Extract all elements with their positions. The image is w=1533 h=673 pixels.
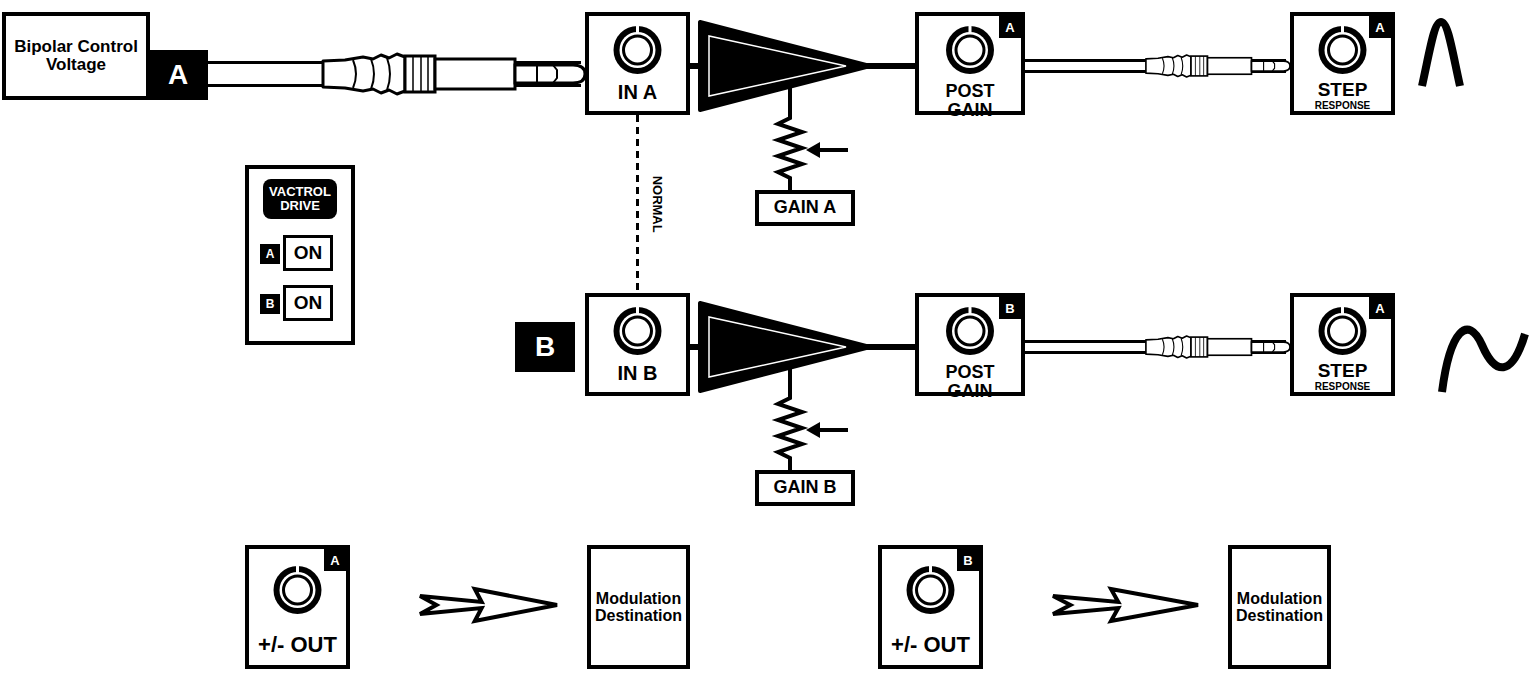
panel-heading: VACTROL DRIVE	[263, 179, 337, 219]
jack-notch	[969, 25, 972, 33]
amplifier-inner-line	[709, 317, 846, 377]
jack-notch	[1341, 25, 1344, 33]
jack-hole	[624, 317, 652, 345]
edge-label: NORMAL	[649, 172, 665, 235]
modulation-arrow	[420, 589, 557, 621]
node-text: +/- OUT	[885, 633, 976, 657]
wiper-arrow	[818, 148, 848, 152]
normal-link	[637, 115, 638, 293]
amplifier-inner-line	[709, 36, 846, 96]
wiper-arrowhead	[806, 142, 820, 158]
jack-hole	[284, 576, 312, 604]
gain-box: GAIN A	[755, 190, 855, 226]
jack-hole	[956, 317, 984, 345]
jack-socket	[589, 297, 686, 361]
node-text: Modulation Destination	[594, 590, 683, 625]
channel-badge: A	[260, 244, 280, 264]
waveform-ringing	[1442, 330, 1525, 392]
patch-plug	[323, 54, 585, 94]
amplifier-symbol	[700, 22, 870, 110]
resistor-symbol	[778, 87, 802, 190]
jack-ring	[946, 26, 994, 74]
jack-ring	[1325, 32, 1361, 68]
jack-ring	[1319, 307, 1367, 355]
jack-ring	[274, 566, 322, 614]
destination-box: Modulation Destination	[587, 545, 690, 669]
source-box: Bipolar Control Voltage	[2, 12, 150, 100]
patch-plug	[1146, 336, 1290, 358]
channel-badge: A	[999, 16, 1021, 38]
node-text: IN B	[592, 363, 683, 385]
node-text: STEP	[1297, 361, 1388, 382]
node-text: GAIN A	[762, 198, 848, 217]
gain-box: GAIN B	[755, 470, 855, 506]
jack-hole	[1329, 317, 1357, 345]
jack-ring	[946, 307, 994, 355]
switch-box: ON	[283, 235, 333, 271]
channel-badge: A	[324, 549, 346, 571]
dashed-line	[636, 115, 639, 293]
jack-ring	[1319, 26, 1367, 74]
node-text: Bipolar Control Voltage	[9, 38, 143, 75]
jack-box: IN B	[585, 293, 690, 396]
jack-ring	[907, 566, 955, 614]
jack-box: IN A	[585, 12, 690, 115]
jack-notch	[1341, 306, 1344, 314]
channel-badge: A	[1369, 16, 1391, 38]
destination-box: Modulation Destination	[1228, 545, 1331, 669]
node-text: STEP	[1297, 80, 1388, 101]
jack-hole	[624, 36, 652, 64]
channel-letter: B	[515, 322, 575, 372]
jack-notch	[929, 565, 932, 573]
jack-notch	[296, 565, 299, 573]
node-text: ON	[289, 293, 327, 314]
node-text: GAIN B	[762, 478, 848, 497]
channel-letter: A	[148, 50, 208, 100]
channel-badge: A	[1369, 297, 1391, 319]
waveform-peak	[1422, 22, 1460, 86]
jack-hole	[956, 36, 984, 64]
channel-badge: B	[957, 549, 979, 571]
node-text: POST GAIN	[922, 82, 1018, 121]
jack-ring	[620, 32, 656, 68]
wiper-arrow	[818, 428, 848, 432]
switch-box: ON	[283, 285, 333, 321]
jack-ring	[913, 572, 949, 608]
arrow-shape	[420, 589, 557, 621]
node-text: Modulation Destination	[1235, 590, 1324, 625]
jack-hole	[917, 576, 945, 604]
node-text: RESPONSE	[1297, 101, 1388, 112]
jack-ring	[1325, 313, 1361, 349]
patch-plug	[1146, 55, 1290, 77]
node-text: RESPONSE	[1297, 382, 1388, 393]
jack-ring	[614, 307, 662, 355]
channel-badge: B	[999, 297, 1021, 319]
jack-ring	[952, 313, 988, 349]
wiper-arrowhead	[806, 422, 820, 438]
channel-badge: B	[260, 294, 280, 314]
node-text: +/- OUT	[252, 633, 343, 657]
jack-notch	[636, 25, 639, 33]
node-text: ON	[289, 243, 327, 264]
jack-notch	[636, 306, 639, 314]
node-text: IN A	[592, 82, 683, 104]
jack-ring	[614, 26, 662, 74]
jack-hole	[1329, 36, 1357, 64]
jack-socket	[589, 16, 686, 80]
resistor-symbol	[778, 368, 802, 470]
jack-ring	[620, 313, 656, 349]
arrow-shape	[1053, 589, 1198, 621]
modulation-arrow	[1053, 589, 1198, 621]
jack-ring	[952, 32, 988, 68]
jack-ring	[280, 572, 316, 608]
jack-notch	[969, 306, 972, 314]
node-text: POST GAIN	[922, 363, 1018, 402]
amplifier-symbol	[700, 303, 870, 391]
